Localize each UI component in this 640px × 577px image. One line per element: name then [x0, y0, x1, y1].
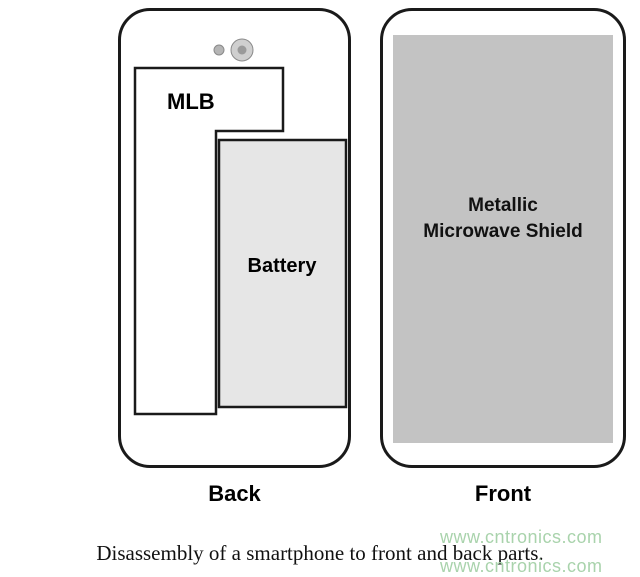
- front-phone-outline: Metallic Microwave Shield: [380, 8, 626, 468]
- battery-shape: [217, 138, 348, 409]
- shield-label-line2: Microwave Shield: [423, 221, 583, 242]
- battery-label: Battery: [248, 255, 318, 277]
- metallic-microwave-shield-shape: Metallic Microwave Shield: [393, 35, 613, 443]
- mlb-shape: [133, 66, 285, 416]
- sensor-dot: [213, 44, 225, 56]
- shield-label: Metallic Microwave Shield: [393, 193, 613, 245]
- back-phone-outline: MLB Battery: [118, 8, 351, 468]
- figure-caption: Disassembly of a smartphone to front and…: [96, 541, 544, 565]
- watermark-text: www.cntronics.com: [440, 527, 603, 547]
- shield-label-line1: Metallic: [468, 195, 538, 216]
- mlb-label: MLB: [167, 89, 215, 114]
- back-phone-internals: MLB Battery: [133, 38, 348, 416]
- front-caption: Front: [474, 481, 532, 506]
- watermark-text: www.cntronics.com: [440, 556, 603, 576]
- back-caption: Back: [208, 481, 261, 506]
- camera-inner-lens: [237, 45, 247, 55]
